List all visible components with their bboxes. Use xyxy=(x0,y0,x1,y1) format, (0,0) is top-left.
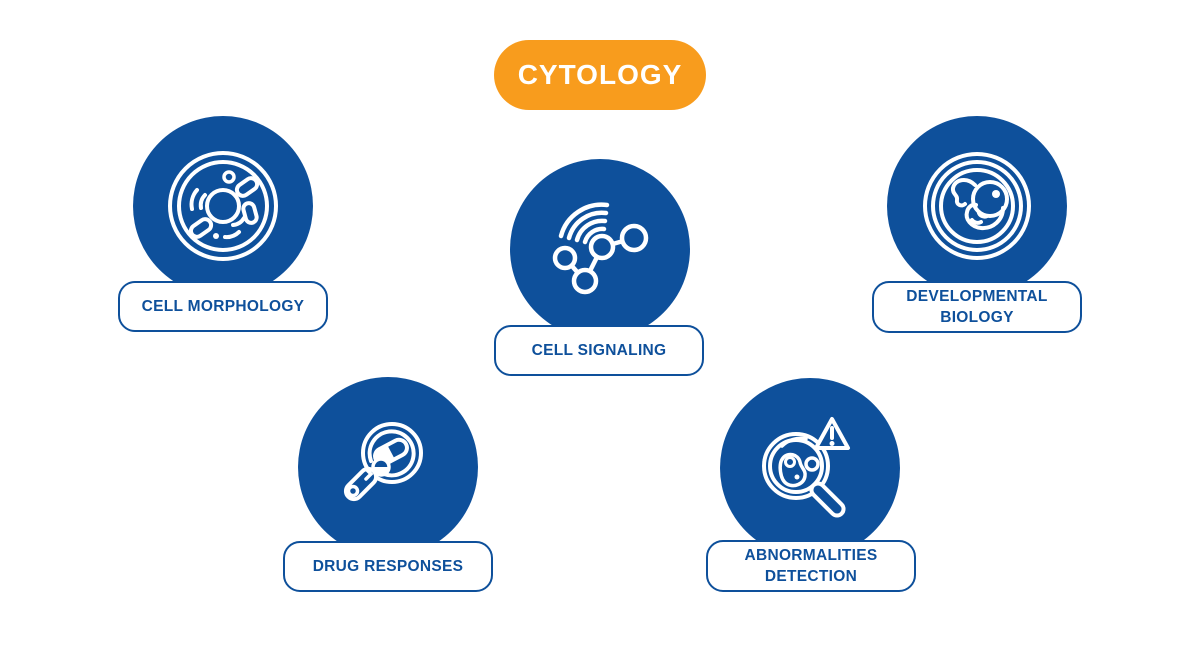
node-circle-developmental-biology xyxy=(887,116,1067,296)
node-circle-cell-morphology xyxy=(133,116,313,296)
label-text: DEVELOPMENTAL BIOLOGY xyxy=(906,288,1048,326)
label-abnormalities-detection: ABNORMALITIES DETECTION xyxy=(706,540,916,592)
node-circle-cell-signaling xyxy=(510,159,690,339)
label-cell-morphology: CELL MORPHOLOGY xyxy=(118,281,328,332)
node-circle-drug-responses xyxy=(298,377,478,557)
label-drug-responses: DRUG RESPONSES xyxy=(283,541,493,592)
page-title: CYTOLOGY xyxy=(517,59,683,90)
cell-signaling-icon xyxy=(552,202,649,295)
label-text: CELL SIGNALING xyxy=(531,342,667,359)
label-text: DRUG RESPONSES xyxy=(312,558,464,575)
magnifier-warning-icon xyxy=(762,417,850,518)
embryo-icon xyxy=(923,152,1031,260)
label-text: CELL MORPHOLOGY xyxy=(141,298,305,315)
cell-morphology-icon xyxy=(168,151,278,261)
title-pill: CYTOLOGY xyxy=(494,40,706,110)
magnifier-pills-icon xyxy=(343,422,423,502)
label-developmental-biology: DEVELOPMENTAL BIOLOGY xyxy=(872,281,1082,333)
node-circle-abnormalities-detection xyxy=(720,378,900,558)
label-cell-signaling: CELL SIGNALING xyxy=(494,325,704,376)
label-text: ABNORMALITIES DETECTION xyxy=(744,547,878,585)
